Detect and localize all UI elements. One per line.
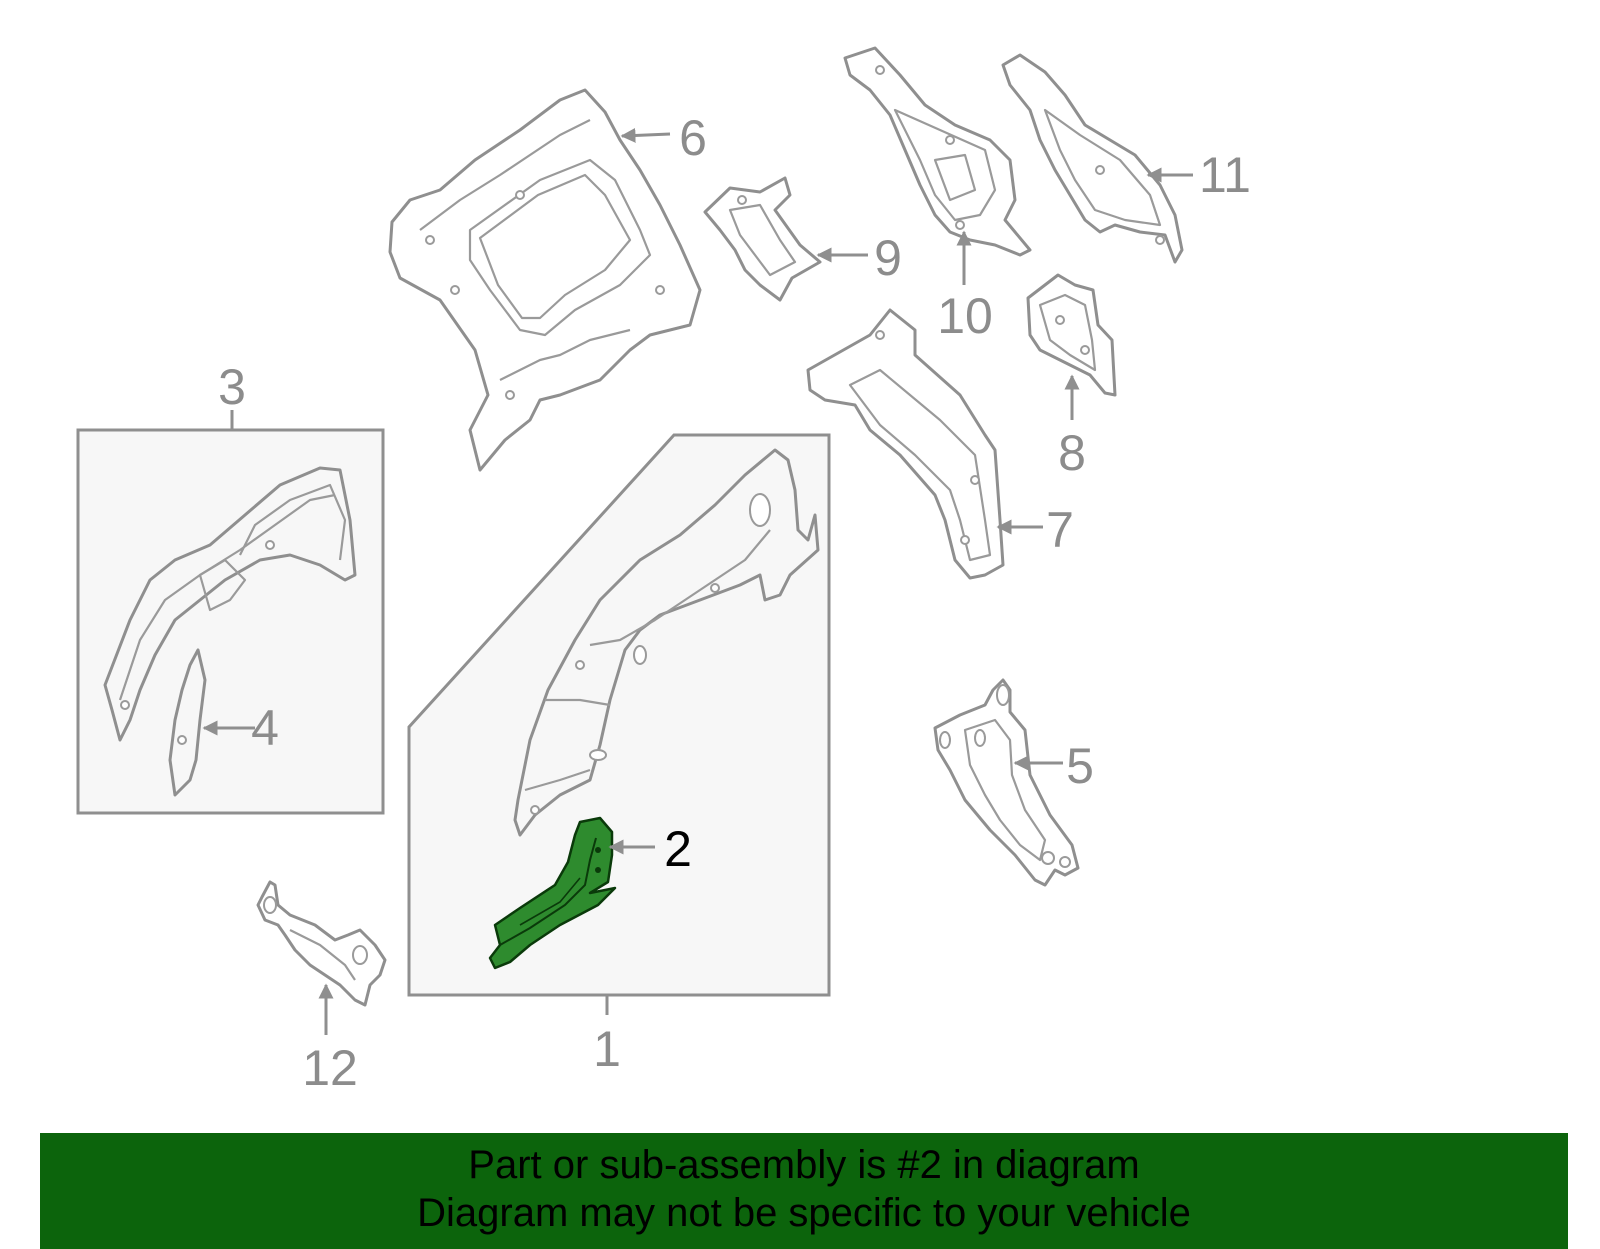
part-8-bracket[interactable] — [1026, 273, 1117, 397]
banner-line-part-number: Part or sub-assembly is #2 in diagram — [468, 1143, 1140, 1187]
part-10-pillar-reinforcement[interactable] — [843, 46, 1032, 257]
callout-1: 1 — [593, 1021, 621, 1077]
part-4-shield[interactable] — [168, 648, 207, 797]
part-12-bracket[interactable] — [256, 880, 387, 1007]
info-banner: Part or sub-assembly is #2 in diagram Di… — [40, 1133, 1568, 1249]
callout-6: 6 — [679, 110, 707, 166]
callout-7: 7 — [1046, 502, 1074, 558]
callout-4: 4 — [251, 700, 279, 756]
part-9-bracket[interactable] — [703, 176, 822, 302]
banner-line-disclaimer: Diagram may not be specific to your vehi… — [417, 1191, 1191, 1235]
group-box-3 — [76, 428, 385, 815]
part-7-pillar[interactable] — [806, 308, 1005, 580]
part-11-wheelhouse-extension[interactable] — [1001, 53, 1184, 264]
part-1-wheelhouse-inner[interactable] — [513, 448, 820, 837]
callout-3: 3 — [218, 359, 246, 415]
callout-11: 11 — [1199, 147, 1251, 203]
part-3-wheelhouse-outer[interactable] — [103, 466, 357, 742]
callout-12: 12 — [302, 1040, 358, 1096]
callout-10: 10 — [937, 288, 993, 344]
callout-8: 8 — [1058, 425, 1086, 481]
callout-2: 2 — [664, 821, 692, 877]
parts-diagram: 1 2 3 4 5 6 7 8 9 10 11 12 — [76, 46, 1251, 1096]
part-6-quarter-inner-panel[interactable] — [388, 88, 702, 472]
leader-lines — [202, 127, 1193, 1035]
callout-5: 5 — [1066, 738, 1094, 794]
part-5-support-bracket[interactable] — [933, 678, 1080, 887]
callout-9: 9 — [874, 230, 902, 286]
